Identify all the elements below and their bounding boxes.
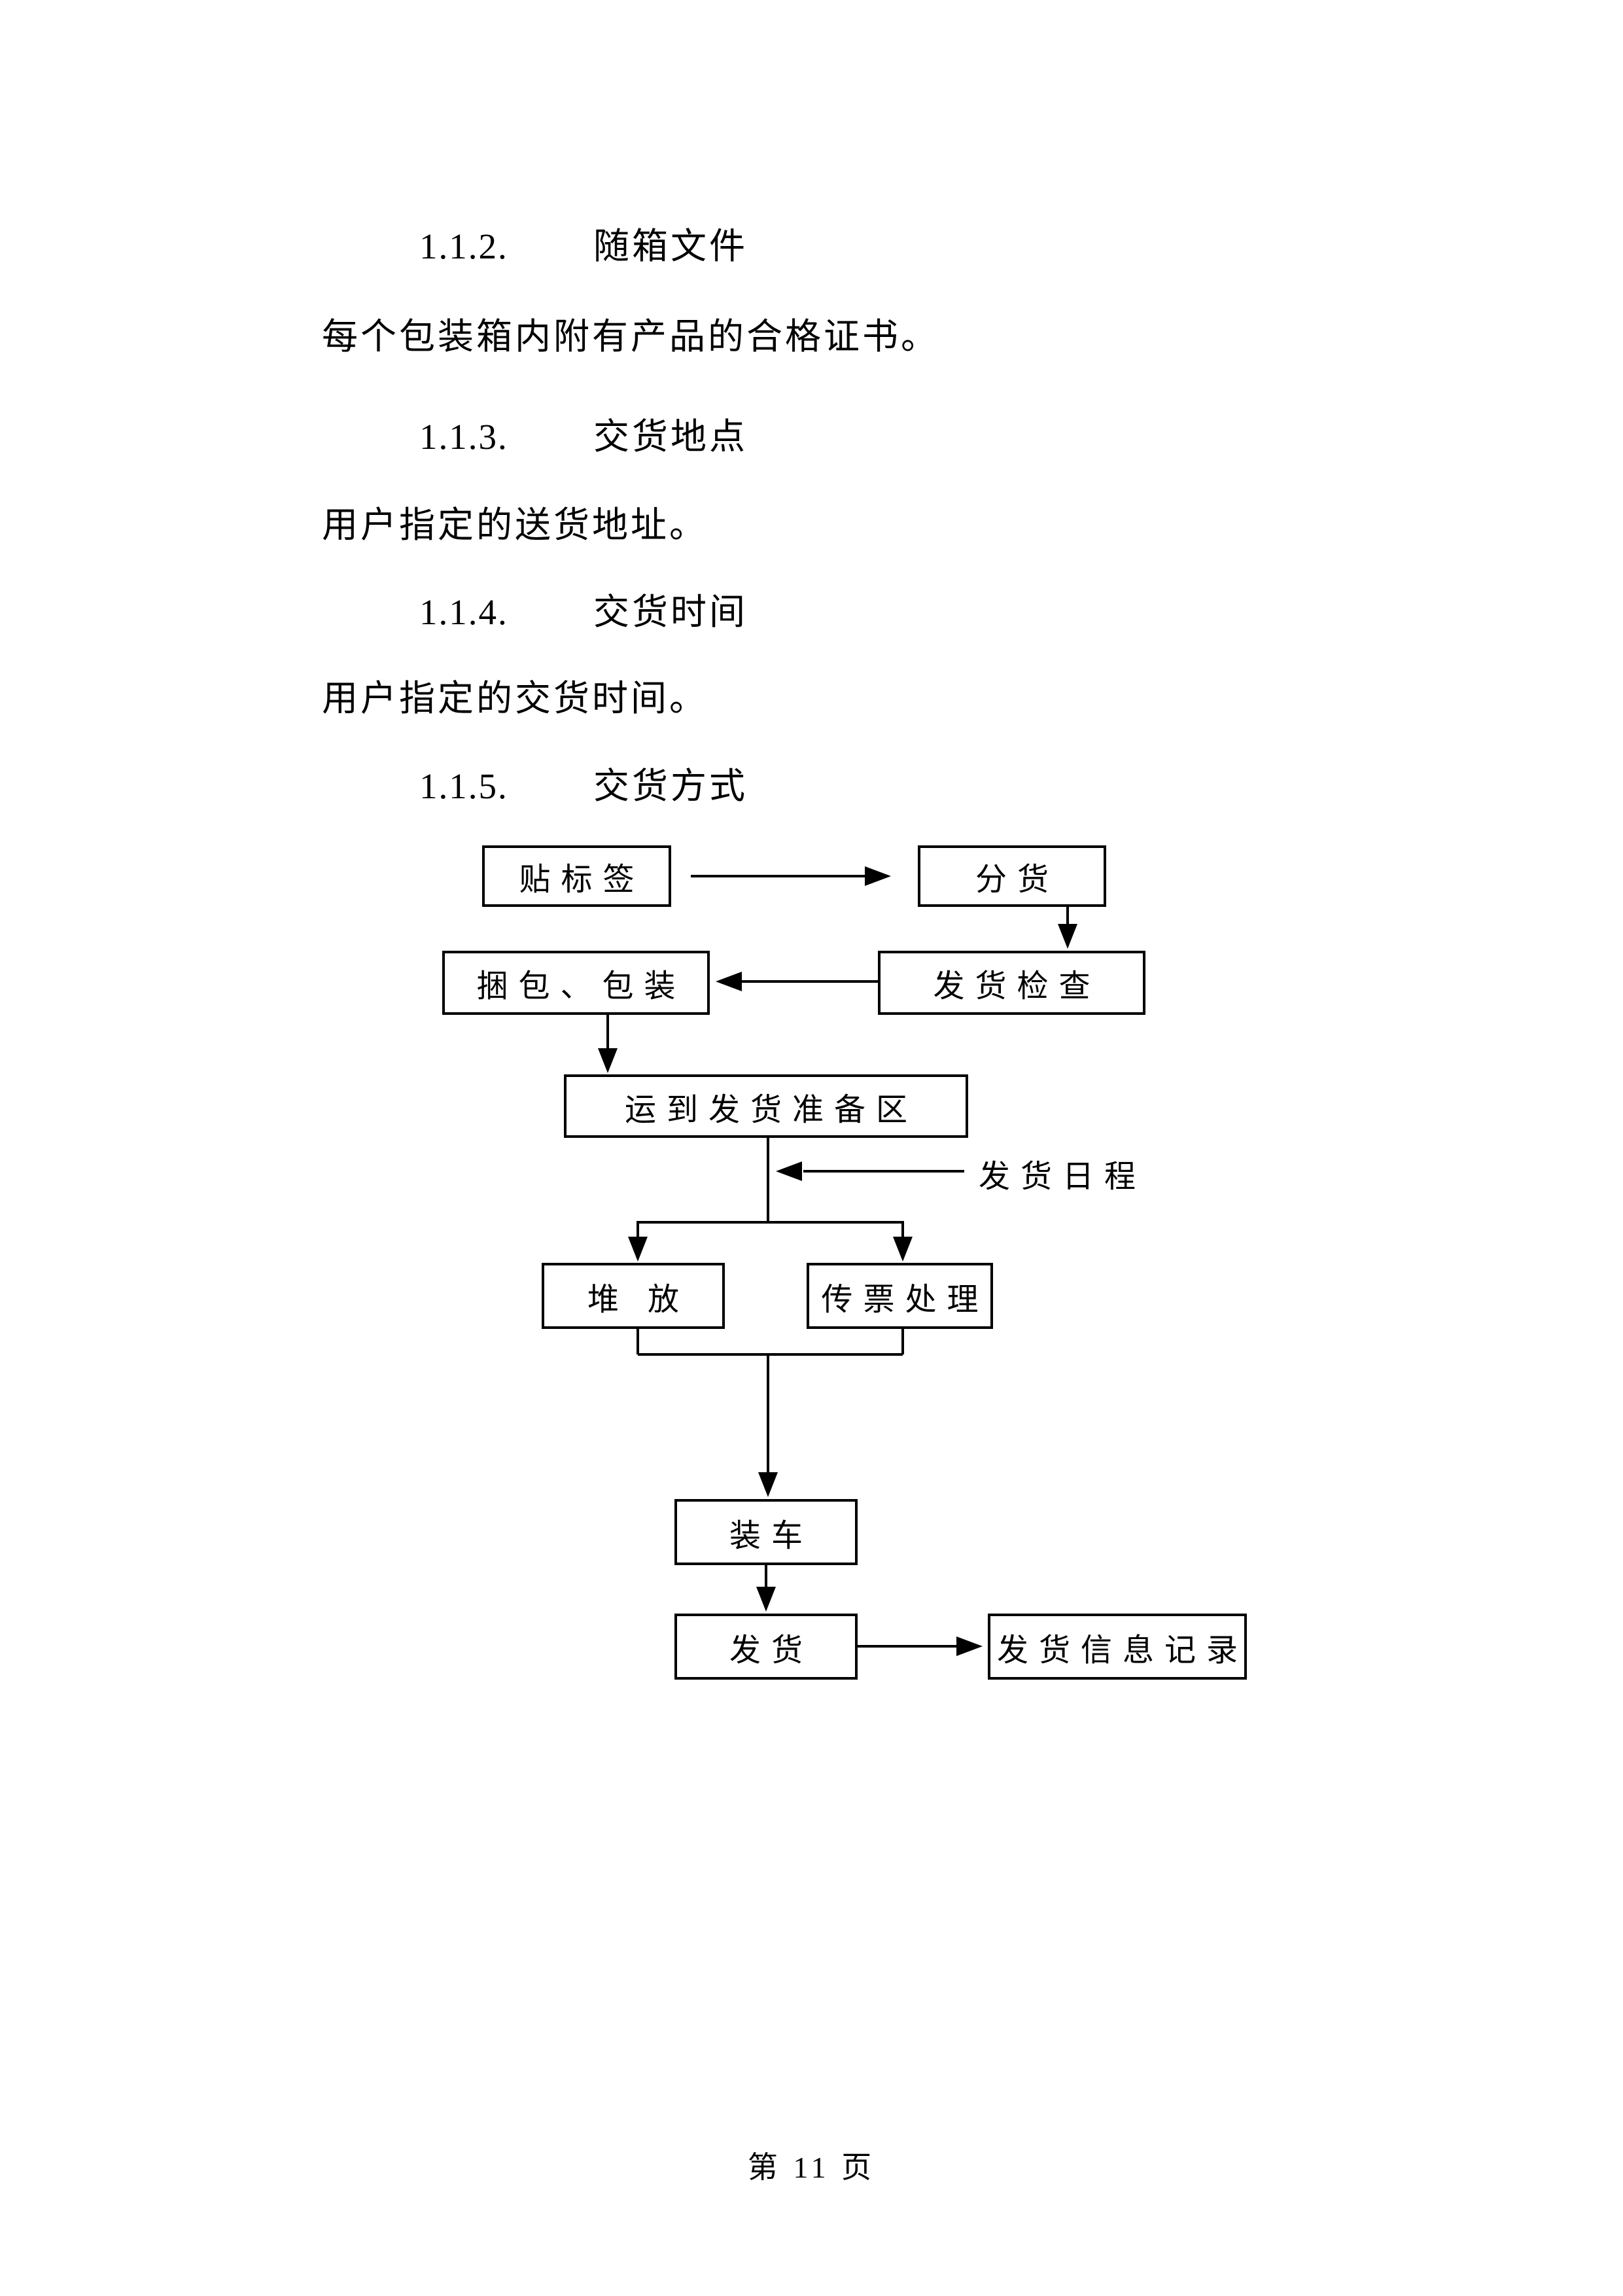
arrow-merge-to-load-truck (758, 1354, 778, 1497)
section-heading-1-1-4: 1.1.4. 交货时间 (419, 589, 748, 636)
heading-title: 交货方式 (593, 766, 748, 806)
flow-box-load-truck: 装车 (674, 1499, 858, 1565)
arrow-attach-label-to-sort-goods (691, 866, 891, 886)
heading-number: 1.1.2. (419, 226, 508, 266)
flow-box-shipping-info-record: 发货信息记录 (988, 1614, 1247, 1680)
flow-box-voucher-processing: 传票处理 (807, 1263, 993, 1329)
flow-box-move-to-staging: 运到发货准备区 (564, 1074, 968, 1138)
flow-box-shipping-check: 发货检查 (878, 951, 1145, 1015)
flow-box-attach-label: 贴标签 (482, 845, 671, 907)
section-body-1-1-2: 每个包装箱内附有产品的合格证书。 (322, 317, 940, 357)
section-heading-1-1-2: 1.1.2. 随箱文件 (419, 223, 748, 270)
arrow-shipping-check-to-bundle-package (716, 972, 878, 991)
section-heading-1-1-3: 1.1.3. 交货地点 (419, 414, 748, 461)
heading-number: 1.1.3. (419, 417, 508, 457)
heading-title: 随箱文件 (593, 226, 748, 266)
heading-title: 交货时间 (593, 592, 748, 632)
heading-number: 1.1.4. (419, 592, 508, 632)
arrow-sort-goods-to-shipping-check (1058, 907, 1077, 949)
section-body-1-1-3: 用户指定的送货地址。 (322, 505, 708, 545)
page-number: 第 11 页 (747, 2151, 876, 2184)
flow-box-ship-goods: 发货 (674, 1614, 858, 1680)
flow-box-stacking: 堆 放 (542, 1263, 725, 1329)
flow-box-bundle-package: 捆包、包装 (442, 951, 710, 1015)
arrow-bundle-package-to-staging-area (598, 1015, 618, 1073)
arrow-load-truck-to-ship (756, 1565, 776, 1612)
section-body-1-1-4: 用户指定的交货时间。 (322, 679, 708, 718)
arrow-split-to-stacking (628, 1221, 648, 1262)
section-heading-1-1-5: 1.1.5. 交货方式 (419, 763, 748, 810)
arrow-shipping-schedule-in (776, 1161, 964, 1181)
arrow-split-to-voucher (893, 1221, 913, 1262)
merge-lines (637, 1329, 904, 1356)
heading-title: 交货地点 (593, 417, 748, 457)
flow-box-sort-goods: 分货 (918, 845, 1106, 907)
heading-number: 1.1.5. (419, 766, 508, 806)
arrow-ship-to-record (858, 1636, 983, 1656)
flow-annotation-shipping-schedule: 发货日程 (979, 1159, 1147, 1194)
